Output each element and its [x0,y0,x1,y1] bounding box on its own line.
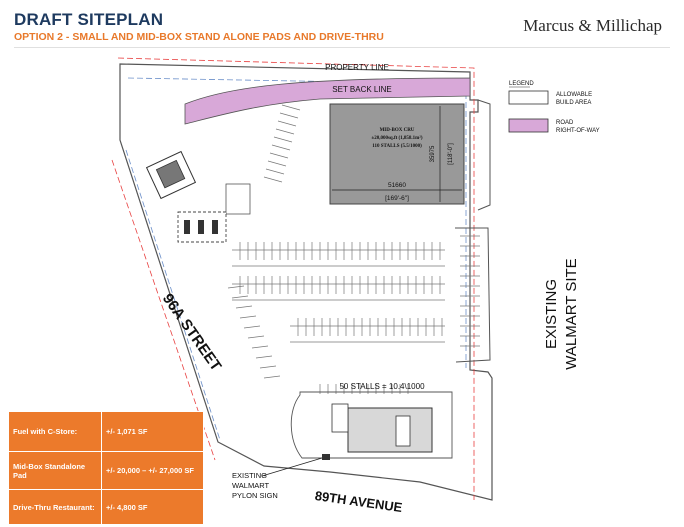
midbox-label-3: 110 STALLS (5.5/1000) [372,144,422,149]
pylon-label-1: EXISTING [232,471,267,480]
walmart-site-line-2: WALMART SITE [563,258,580,369]
east-road-edge [477,99,491,211]
area-summary-table: Fuel with C-Store: +/- 1,071 SF Mid-Box … [8,411,204,525]
legend-heading: LEGEND [509,81,534,87]
pylon-label-2: WALMART [232,481,270,490]
midbox-building [329,103,465,205]
pylon-leader [261,457,323,477]
header-divider [14,47,670,48]
summary-row: Drive-Thru Restaurant: +/- 4,800 SF [8,489,204,525]
legend-build-line-1: ALLOWABLE [556,92,592,98]
legend-swatch-build [508,90,549,105]
legend-swatch-row [508,118,549,133]
page-title: DRAFT SITEPLAN [14,10,164,29]
midbox-depth-mm: 35975 [430,145,436,162]
midbox-width-mm: 51660 [388,182,406,189]
fuel-pumps [184,220,218,234]
east-island [455,227,491,363]
midbox-label-1: MID-BOX CRU [380,128,415,133]
legend-row-line-1: ROAD [556,120,574,126]
summary-label: Drive-Thru Restaurant: [8,489,102,525]
drive-thru-kitchen [331,403,349,433]
pump-island-a [225,183,251,215]
summary-value: +/- 4,800 SF [101,489,204,525]
summary-label: Fuel with C-Store: [8,411,102,452]
property-line-label: PROPERTY LINE [325,63,389,72]
drive-thru-building [347,407,433,453]
legend-build-line-2: BUILD AREA [556,100,591,106]
summary-value: +/- 1,071 SF [101,411,204,452]
c-store-core [155,159,186,189]
stalls-note: 50 STALLS = 10.4\1000 [339,382,425,391]
drive-thru-entry [395,415,411,447]
setback-band [184,77,471,125]
page-subtitle: OPTION 2 - SMALL AND MID-BOX STAND ALONE… [14,31,384,43]
midbox-depth-ft: [118'-0"] [448,143,454,165]
pylon-sign [322,454,330,460]
pylon-label-3: PYLON SIGN [232,491,278,500]
midbox-width-ft: [169'-6"] [385,195,409,202]
legend-row-line-2: RIGHT-OF-WAY [556,128,600,134]
brand-logo: Marcus & Millichap [523,16,662,35]
walmart-site-line-1: EXISTING [543,279,560,349]
summary-row: Mid-Box Standalone Pad +/- 20,000 – +/- … [8,451,204,490]
drive-thru-lane [290,391,453,459]
midbox-label-2: ±20,000sq.ft (1,858.1m²) [371,135,422,141]
parking-stalls [227,104,480,394]
property-line [111,57,475,500]
summary-row: Fuel with C-Store: +/- 1,071 SF [8,411,204,452]
summary-label: Mid-Box Standalone Pad [8,451,102,490]
summary-value: +/- 20,000 – +/- 27,000 SF [101,451,204,490]
set-back-line-label: SET BACK LINE [332,85,391,94]
avenue-89-label: 89TH AVENUE [314,488,404,515]
